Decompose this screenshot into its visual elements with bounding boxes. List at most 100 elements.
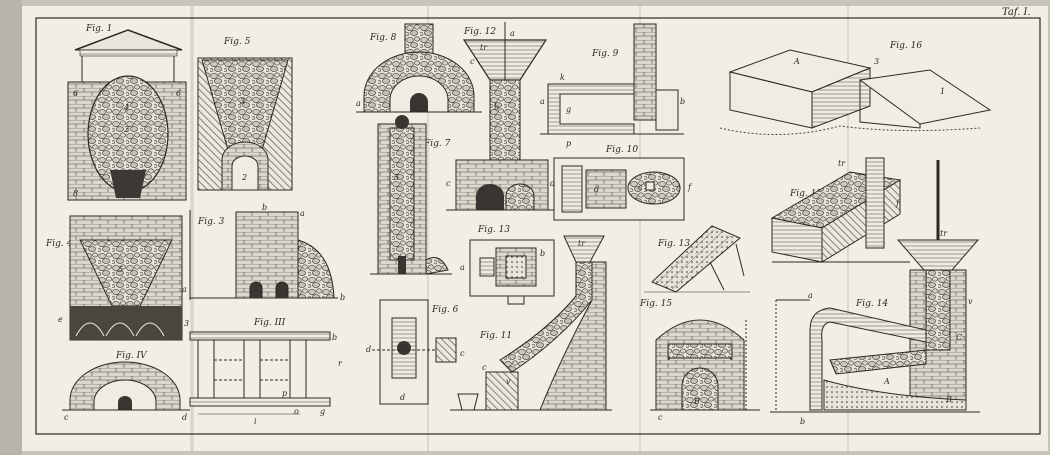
figure-7: Fig. 7 5 xyxy=(370,115,452,275)
fig14-letter-A: A xyxy=(883,377,890,386)
fig4-label: Fig. 4 xyxy=(45,239,73,249)
fig3-label: Fig. 3 xyxy=(197,217,225,227)
figure-10: Fig. 10 d c f xyxy=(553,145,693,221)
figure-9: Fig. 9 k a g b p xyxy=(540,23,685,148)
fig8-label: Fig. 8 xyxy=(369,33,397,43)
fig10-letter-f: f xyxy=(687,183,693,192)
fig5-letter-2: 2 xyxy=(241,173,247,182)
fig12-letter-b: b xyxy=(494,103,499,112)
fig9-letter-b: b xyxy=(680,97,685,106)
fig14-letter-v: v xyxy=(968,297,973,306)
figure-12: Fig. 12 tr a b c d xyxy=(446,22,556,211)
figure-iv: Fig. IV c d xyxy=(62,351,190,422)
fig9-letter-a: a xyxy=(540,97,545,106)
fig9-letter-p: p xyxy=(566,139,571,148)
fig12-letter-c: c xyxy=(446,179,451,188)
fig1-letter-6b: 6 xyxy=(176,89,181,98)
figure-18: Fig. 13 tr f xyxy=(770,157,910,263)
fig12-label: Fig. 12 xyxy=(463,27,496,37)
fig3-letter-b: b xyxy=(262,203,267,212)
figIII-letter-o: o xyxy=(294,407,299,416)
figIII-label: Fig. III xyxy=(253,318,286,328)
fig16-letter-3: 3 xyxy=(874,57,879,66)
fig12-letter-d: d xyxy=(550,179,555,188)
fig1-letter-8: 8 xyxy=(73,189,78,198)
fig18-letter-tr: tr xyxy=(838,159,846,168)
fig6-label: Fig. 6 xyxy=(431,305,459,315)
fig3-letter-a: a xyxy=(300,209,305,218)
fig10-letter-c: c xyxy=(638,183,643,192)
fig4-letter-5: 5 xyxy=(118,265,123,274)
fig6-letter-c: c xyxy=(460,349,465,358)
fig5-label: Fig. 5 xyxy=(223,37,251,47)
fig14-letter-C: C xyxy=(956,333,962,342)
plate-label: Taf. I. xyxy=(1002,7,1031,18)
fig16-letter-1: 1 xyxy=(940,87,945,96)
fig1-letter-6: 6 xyxy=(73,89,78,98)
fig7-label: Fig. 7 xyxy=(423,139,451,149)
figIII-letter-p: p xyxy=(282,389,287,398)
fig15-letter-B: B xyxy=(693,397,700,406)
figure-4: Fig. 4 5 e 3 xyxy=(45,215,189,341)
fig18-letter-f: f xyxy=(895,199,901,208)
fig9-label: Fig. 9 xyxy=(591,49,619,59)
fig10-letter-d: d xyxy=(594,185,599,194)
figIV-label: Fig. IV xyxy=(115,351,148,361)
figure-iii: Fig. III b r g i o p xyxy=(189,318,343,426)
figIII-letter-r: r xyxy=(338,359,343,368)
fig6-letter-d2: d xyxy=(400,393,405,402)
fig3-letter-a2: a xyxy=(182,285,187,294)
fig11-letter-c: c xyxy=(482,363,487,372)
fig4-letter-e: e xyxy=(58,315,63,324)
fig8-letter-a: a xyxy=(356,99,361,108)
fig13b-label: Fig. 13 xyxy=(657,239,690,249)
figure-3: Fig. 3 b a b a xyxy=(182,203,345,302)
fig1-letter-2: 2 xyxy=(123,125,129,134)
fig18-label: Fig. 13 xyxy=(789,189,822,199)
fig14-letter-a: a xyxy=(808,291,813,300)
fig13-letter-b: b xyxy=(540,249,545,258)
fig13-label: Fig. 13 xyxy=(477,225,510,235)
figIII-letter-b: b xyxy=(332,333,337,342)
fig1-letter-4: 4 xyxy=(123,103,129,112)
fig12-letter-a: a xyxy=(510,29,515,38)
figure-13-grate: Fig. 13 xyxy=(644,225,750,293)
fig16-letter-A: A xyxy=(793,57,800,66)
fig16-label: Fig. 16 xyxy=(889,41,922,51)
figure-13-plan: Fig. 13 a b xyxy=(460,225,555,305)
figure-15: Fig. 15 B c xyxy=(639,299,760,422)
fig3-letter-b2: b xyxy=(340,293,345,302)
figIV-letter-d: d xyxy=(182,413,187,422)
fig14-letter-b: b xyxy=(800,417,805,426)
fig9-letter-g: g xyxy=(566,105,571,114)
figure-11: Fig. 11 tr c v xyxy=(450,235,612,411)
fig12-letter-tr: tr xyxy=(480,43,488,52)
figure-6: Fig. 6 d c d xyxy=(366,299,465,405)
fig14-letter-B: B xyxy=(945,395,952,404)
fig11-letter-tr: tr xyxy=(578,239,586,248)
fig11-letter-v: v xyxy=(506,377,511,386)
fig8-letter-c: c xyxy=(470,57,475,66)
figure-5: Fig. 5 3 2 xyxy=(197,37,293,191)
fig6-letter-d: d xyxy=(366,345,371,354)
fig5-letter-3: 3 xyxy=(240,97,245,106)
fig1-label: Fig. 1 xyxy=(85,24,112,34)
fig11-label: Fig. 11 xyxy=(479,331,512,341)
fig10-label: Fig. 10 xyxy=(605,145,638,155)
fig7-letter-5: 5 xyxy=(394,173,399,182)
fig15-label: Fig. 15 xyxy=(639,299,672,309)
figure-14: Fig. 14 tr C A B a v b xyxy=(770,160,980,426)
fig9-letter-k: k xyxy=(560,73,565,82)
figure-8: Fig. 8 a c xyxy=(356,23,482,113)
figure-16: Fig. 16 A 1 3 xyxy=(719,41,992,135)
figure-1: Fig. 1 6 6 8 2 4 xyxy=(67,24,187,201)
fig13-letter-a: a xyxy=(460,263,465,272)
figIV-letter-c: c xyxy=(64,413,69,422)
fig15-letter-c: c xyxy=(658,413,663,422)
figIII-letter-i: i xyxy=(254,417,257,426)
figIII-letter-g: g xyxy=(320,407,325,416)
fig14-letter-tr: tr xyxy=(940,229,948,238)
fig4-letter-3: 3 xyxy=(184,319,189,328)
fig14-label: Fig. 14 xyxy=(855,299,888,309)
